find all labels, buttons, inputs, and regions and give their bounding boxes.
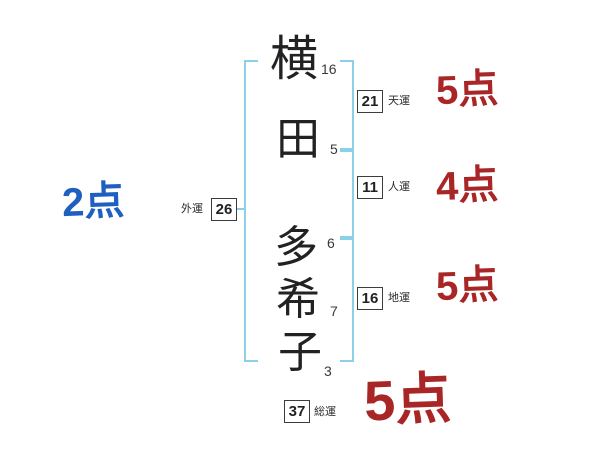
person-luck-bracket [340, 150, 354, 238]
outer-luck-score: 2点 [61, 178, 125, 226]
stroke-count-5: 3 [324, 363, 332, 379]
person-luck-score: 4点 [435, 162, 499, 210]
name-char-2: 田 [276, 115, 320, 164]
name-char-1: 横 [270, 33, 319, 86]
outer-luck-connector [236, 208, 245, 210]
heaven-luck-label: 天運 [388, 95, 410, 107]
earth-luck-bracket [340, 238, 354, 362]
heaven-luck-bracket [340, 60, 354, 150]
earth-luck-value: 16 [357, 287, 383, 310]
name-char-4: 希 [276, 275, 320, 324]
stroke-count-2: 5 [330, 141, 338, 157]
stroke-count-3: 6 [327, 235, 335, 251]
total-luck-value: 37 [284, 400, 310, 423]
heaven-luck-value: 21 [357, 90, 383, 113]
earth-luck-score: 5点 [435, 262, 499, 310]
outer-luck-bracket [244, 60, 258, 362]
person-luck-label: 人運 [388, 181, 410, 193]
outer-luck-value: 26 [211, 198, 237, 221]
person-luck-value: 11 [357, 176, 383, 199]
stroke-count-4: 7 [330, 303, 338, 319]
total-luck-label: 総運 [314, 406, 336, 418]
heaven-luck-score: 5点 [435, 66, 499, 114]
total-luck-score: 5点 [362, 366, 453, 433]
name-char-3: 多 [274, 223, 318, 272]
name-char-5: 子 [278, 328, 322, 377]
stroke-count-1: 16 [321, 61, 337, 77]
outer-luck-label: 外運 [181, 203, 203, 215]
earth-luck-label: 地運 [388, 292, 410, 304]
